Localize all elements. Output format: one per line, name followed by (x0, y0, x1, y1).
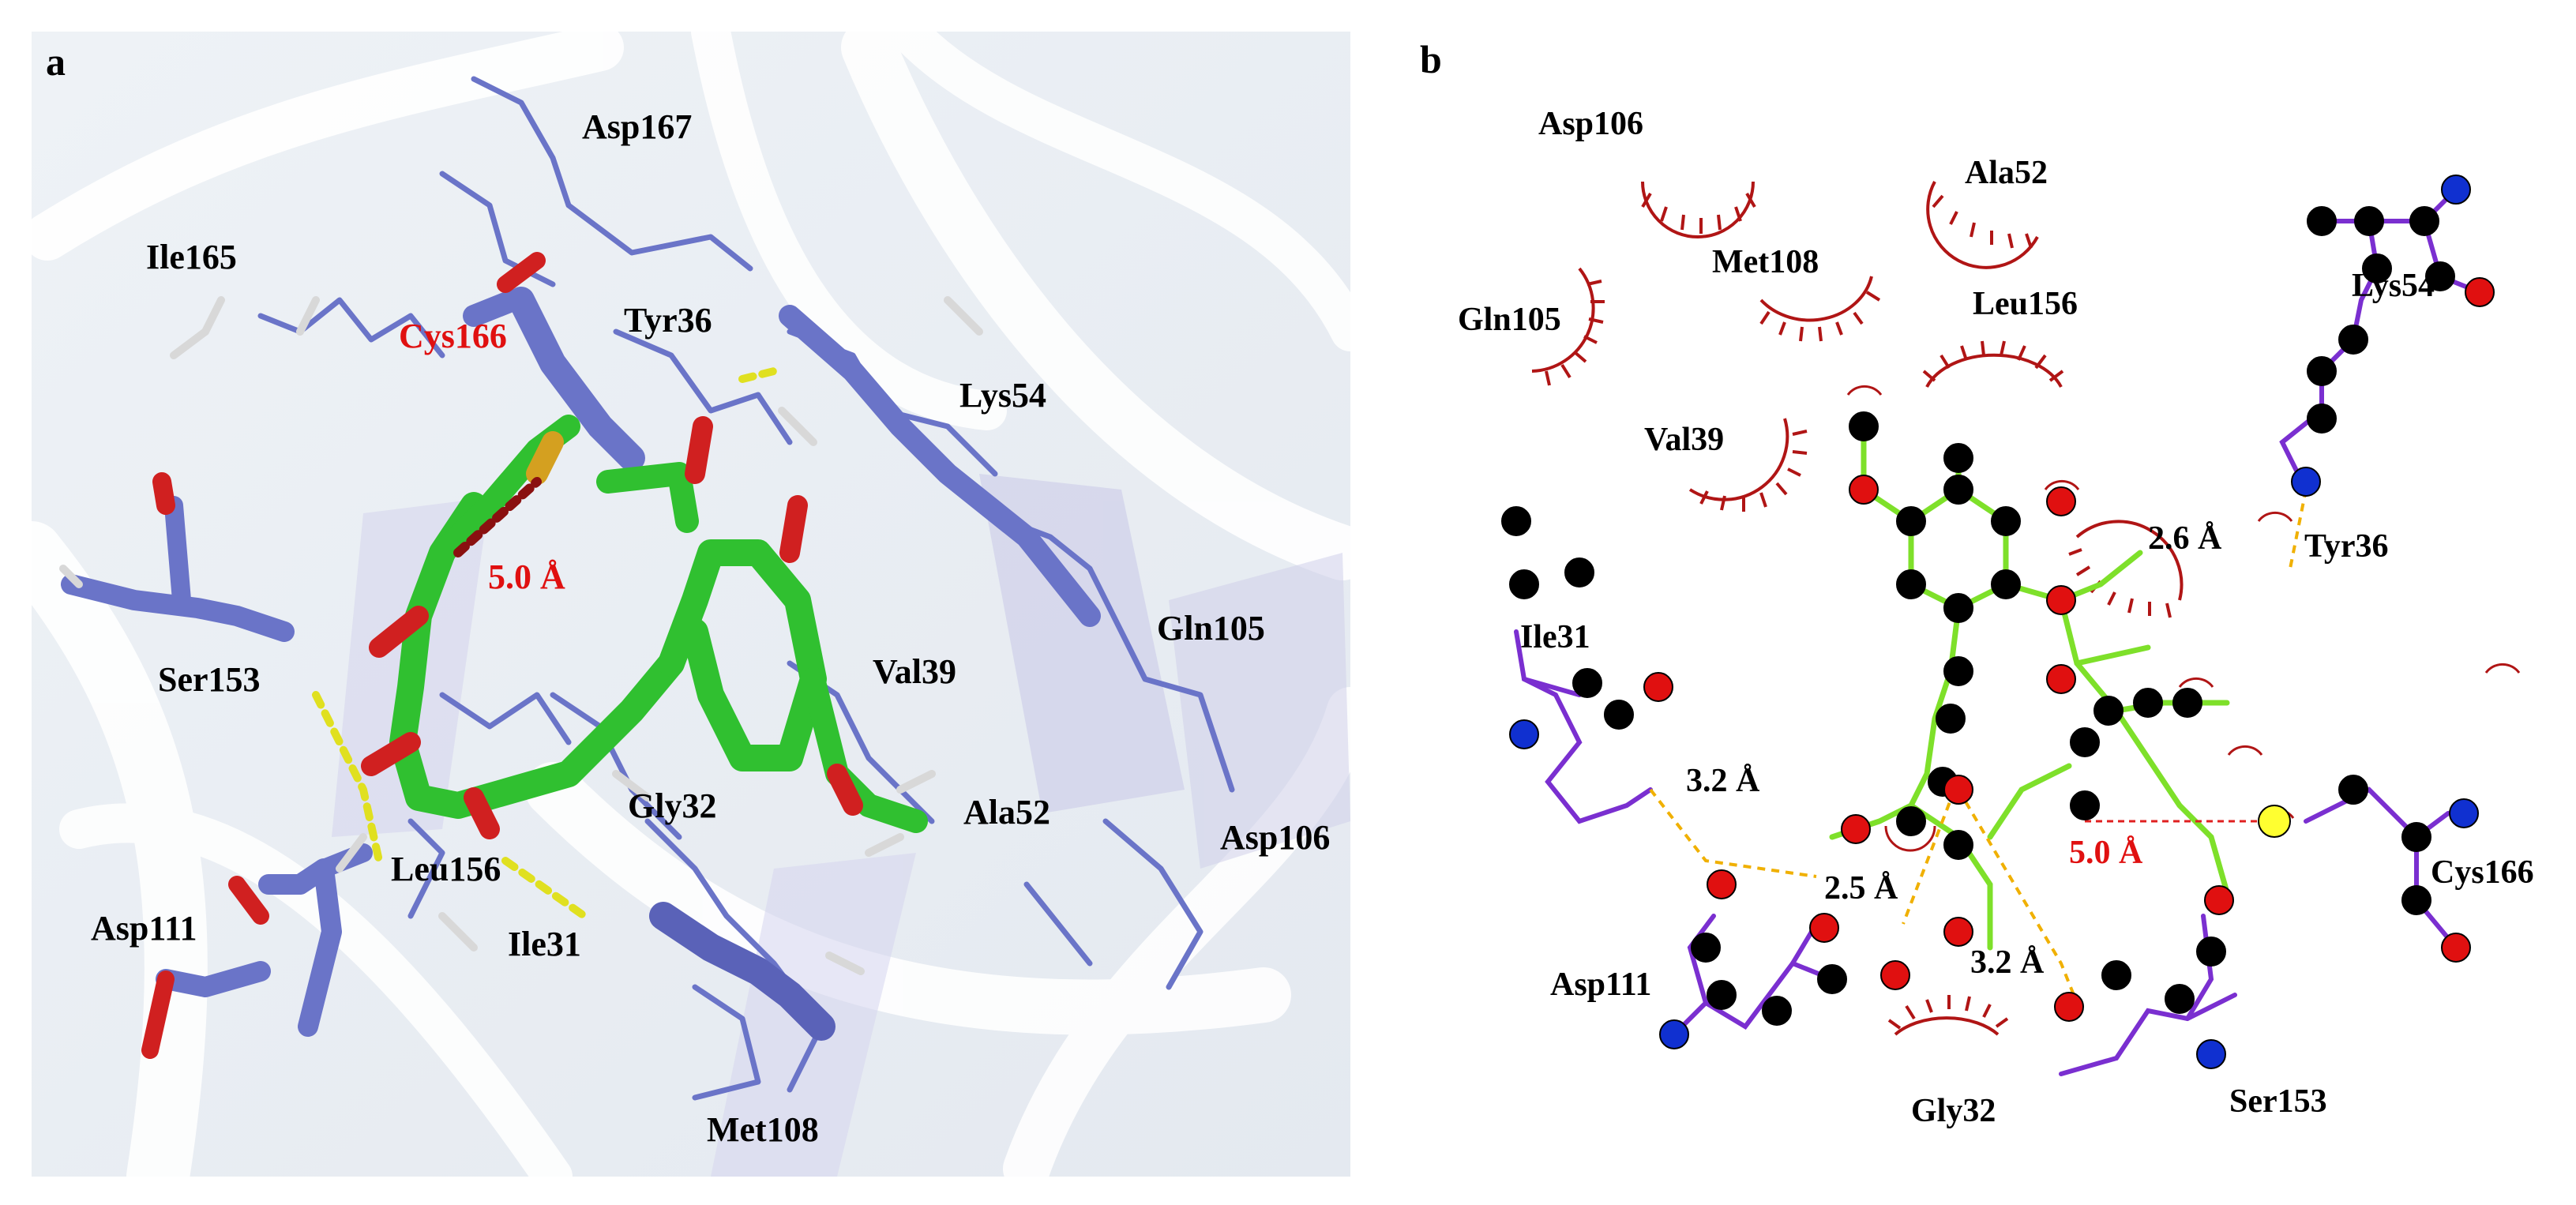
label-leu156: Leu156 (391, 850, 501, 888)
label-ser153: Ser153 (158, 660, 261, 699)
panel-b-labels: Asp106 Ala52 Met108 Gln105 Leu156 Val39 … (1458, 106, 2534, 1129)
arc-leu156 (1922, 340, 2064, 388)
label-gly32: Gly32 (1911, 1093, 1996, 1129)
arc-met108 (1759, 276, 1881, 342)
arc-val39 (1688, 418, 1808, 512)
label-ser153: Ser153 (2229, 1083, 2327, 1120)
panel-b-canvas: b Asp106 Ala52 Met108 Gln105 Leu156 Val3… (1390, 0, 2576, 1205)
label-asp106: Asp106 (1220, 818, 1330, 857)
label-tyr36: Tyr36 (2304, 528, 2389, 565)
arc-ala52 (1926, 181, 2039, 269)
label-val39: Val39 (873, 652, 956, 691)
atoms (1501, 175, 2495, 1069)
label-tyr36: Tyr36 (624, 301, 712, 340)
label-asp111: Asp111 (91, 909, 197, 948)
label-gly32: Gly32 (628, 786, 716, 825)
label-gln105: Gln105 (1157, 609, 1265, 648)
label-asp167: Asp167 (582, 107, 692, 146)
arc-gln105 (1531, 267, 1605, 386)
protein-ribbons (0, 12, 1358, 1205)
label-asp106: Asp106 (1538, 106, 1643, 142)
label-ile165: Ile165 (146, 238, 237, 276)
panel-a-letter: a (46, 39, 66, 84)
panel-a-3d-structure: a Asp167 Ile165 Cys166 Tyr36 Lys54 Ser15… (0, 12, 1358, 1205)
hbond-asp111 (1902, 789, 1956, 925)
label-cys166: Cys166 (2431, 854, 2534, 891)
label-ile31: Ile31 (1520, 619, 1590, 655)
label-asp111: Asp111 (1550, 967, 1651, 1003)
panel-b-letter: b (1420, 37, 1442, 81)
label-met108: Met108 (1712, 244, 1819, 280)
distance-asp111: 2.5 Å (1824, 870, 1898, 907)
label-gln105: Gln105 (1458, 302, 1561, 338)
panel-a-labels: Asp167 Ile165 Cys166 Tyr36 Lys54 Ser153 … (91, 107, 1330, 1149)
label-ile31: Ile31 (508, 925, 581, 963)
distance-cys166: 5.0 Å (2069, 835, 2143, 871)
arc-gly32 (1887, 995, 2009, 1036)
ligand-sticks (361, 415, 928, 839)
label-met108: Met108 (707, 1110, 819, 1149)
hydrogen-sticks (59, 296, 983, 975)
hbond-lines (1649, 489, 2308, 1004)
label-leu156: Leu156 (1973, 286, 2078, 322)
distance-ser153: 3.2 Å (1970, 944, 2045, 981)
hbond-ser153 (1957, 788, 2078, 1004)
label-val39: Val39 (1644, 422, 1724, 458)
label-lys54: Lys54 (2352, 268, 2435, 304)
label-cys166: Cys166 (399, 317, 507, 355)
distance-ile31: 3.2 Å (1686, 763, 1760, 799)
label-ala52: Ala52 (1965, 155, 2048, 191)
panel-a-interactions (312, 367, 778, 920)
panel-a-canvas: a Asp167 Ile165 Cys166 Tyr36 Lys54 Ser15… (0, 12, 1358, 1205)
label-lys54: Lys54 (959, 376, 1046, 415)
residue-thick-sticks (61, 252, 1101, 1059)
distance-lys54: 2.6 Å (2148, 520, 2222, 557)
hbond-ile31 (1649, 788, 1817, 878)
atom-eyelashes (1846, 385, 2521, 852)
hydrophobic-arcs (1531, 181, 2184, 1036)
panel-b-2d-interaction-map: b Asp106 Ala52 Met108 Gln105 Leu156 Val3… (1390, 0, 2576, 1205)
label-ala52: Ala52 (963, 793, 1050, 831)
arc-asp106 (1641, 181, 1756, 238)
label-distance-cys166: 5.0 Å (488, 557, 565, 596)
